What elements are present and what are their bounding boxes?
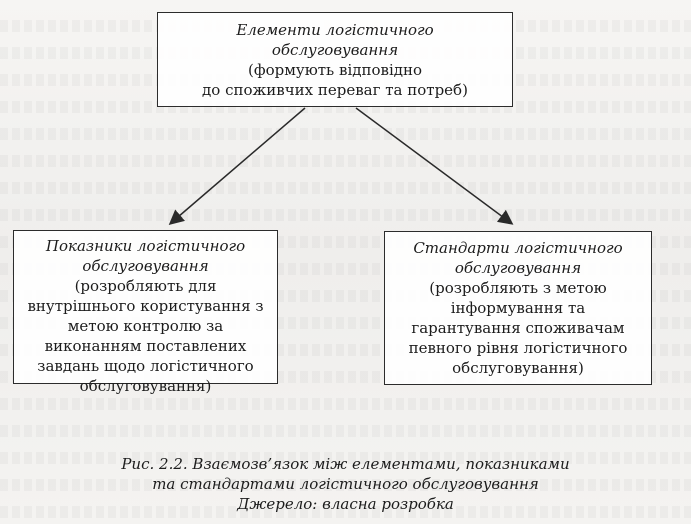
background-line [0,182,691,194]
background-line [0,209,691,221]
arrow-to-indicators [168,107,306,225]
indicators-title-line-1: Показники логістичного [45,237,246,255]
background-line [0,155,691,167]
caption-line-2: та стандартами логістичного обслуговуван… [152,474,539,493]
logistics-service-indicators-box: Показники логістичного обслуговування (р… [13,230,278,395]
caption-line-3: Джерело: власна розробка [237,494,454,513]
indicators-description-line-4: виконанням поставлених [44,336,247,355]
indicators-description-line-6: обслуговування) [79,376,212,395]
standards-description-line-5: обслуговування) [452,358,584,377]
elements-description-line-2: до споживчих переваг та потреб) [202,80,468,99]
background-line [0,128,691,140]
indicators-title-line-2: обслуговування [82,256,209,275]
figure-caption: Рис. 2.2. Взаємозв’язок між елементами, … [60,455,631,514]
indicators-description-line-1: (розробляють для [74,276,217,295]
indicators-description-line-3: метою контролю за [67,316,224,335]
elements-title-line-1: Елементи логістичного [236,21,434,39]
background-line [0,425,691,437]
standards-description-line-3: гарантування споживачам [411,318,625,337]
logistics-service-standards-box: Стандарти логістичного обслуговування (р… [384,231,652,385]
standards-title-line-1: Стандарти логістичного [413,239,623,257]
standards-description-line-4: певного рівня логістичного [408,338,628,357]
indicators-description-line-2: внутрішнього користування з [27,296,264,315]
indicators-description-line-5: завдань щодо логістичного [37,356,254,375]
background-line [0,398,691,410]
caption-line-1: Рис. 2.2. Взаємозв’язок між елементами, … [121,455,570,473]
elements-description-line-1: (формують відповідно [247,60,423,79]
logistics-service-elements-box: Елементи логістичного обслуговування (фо… [157,12,513,107]
standards-description-line-1: (розробляють з метою [429,278,607,297]
elements-title-line-2: обслуговування [271,40,399,59]
standards-description-line-2: інформування та [450,298,586,317]
standards-title-line-2: обслуговування [454,258,582,277]
arrow-to-standards [355,107,514,225]
